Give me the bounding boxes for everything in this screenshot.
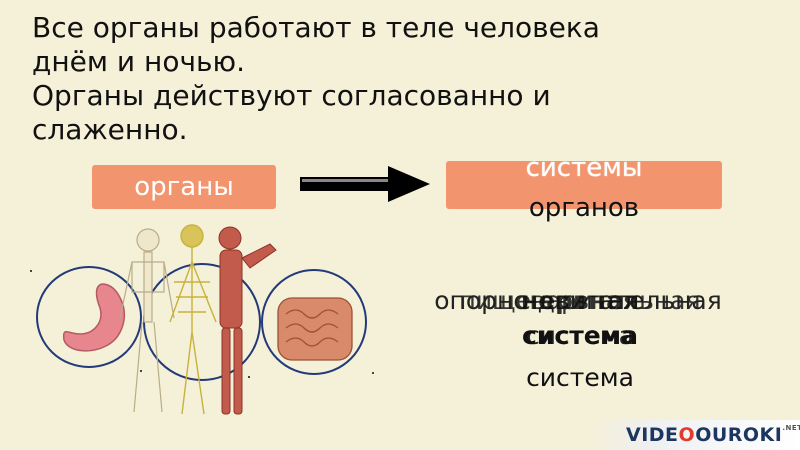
organ-systems-box: системы органов	[446, 153, 722, 223]
system-name-musculoskeletal: опорно-двигательная	[434, 286, 722, 315]
logo-part-2: OUROKI	[695, 424, 783, 446]
stomach-circle	[36, 266, 142, 368]
logo-part-3: .NET	[782, 424, 800, 432]
system-word-1: система	[526, 321, 634, 350]
system-name-nervous: нервная	[520, 286, 640, 315]
videouroki-logo: VIDEОOUROKI.NET	[626, 424, 800, 446]
marker-dot-2	[140, 370, 142, 372]
organs-box: органы	[92, 165, 276, 209]
organ-systems-label-2: органов	[528, 193, 640, 223]
header-line-1: Все органы работают в теле человека	[32, 11, 600, 44]
organ-systems-label-1: системы	[525, 153, 643, 183]
nervous-system-icon	[169, 224, 217, 415]
header-line-2: днём и ночью.	[32, 45, 245, 78]
system-name-digestive: пищеварительная	[459, 286, 701, 315]
system-word-2: система	[522, 321, 638, 350]
header-line-3: Органы действуют согласованно и	[32, 79, 551, 112]
marker-dot-3	[248, 376, 250, 378]
stomach-icon	[62, 283, 126, 352]
header-line-4: слаженно.	[32, 113, 188, 146]
intestine-icon	[277, 297, 353, 361]
marker-dot-1	[30, 270, 32, 272]
skeleton-icon	[119, 228, 175, 413]
marker-dot-4	[372, 372, 374, 374]
logo-band	[590, 420, 800, 450]
logo-part-1: VIDE	[626, 424, 679, 446]
logo-accent-o: О	[678, 424, 696, 446]
arrow-right-icon	[300, 166, 430, 202]
muscle-system-icon	[218, 226, 277, 415]
human-organs-illustration	[36, 224, 367, 415]
organs-label: органы	[134, 172, 234, 202]
intestine-circle	[261, 269, 367, 375]
system-word-3: система	[526, 363, 634, 392]
